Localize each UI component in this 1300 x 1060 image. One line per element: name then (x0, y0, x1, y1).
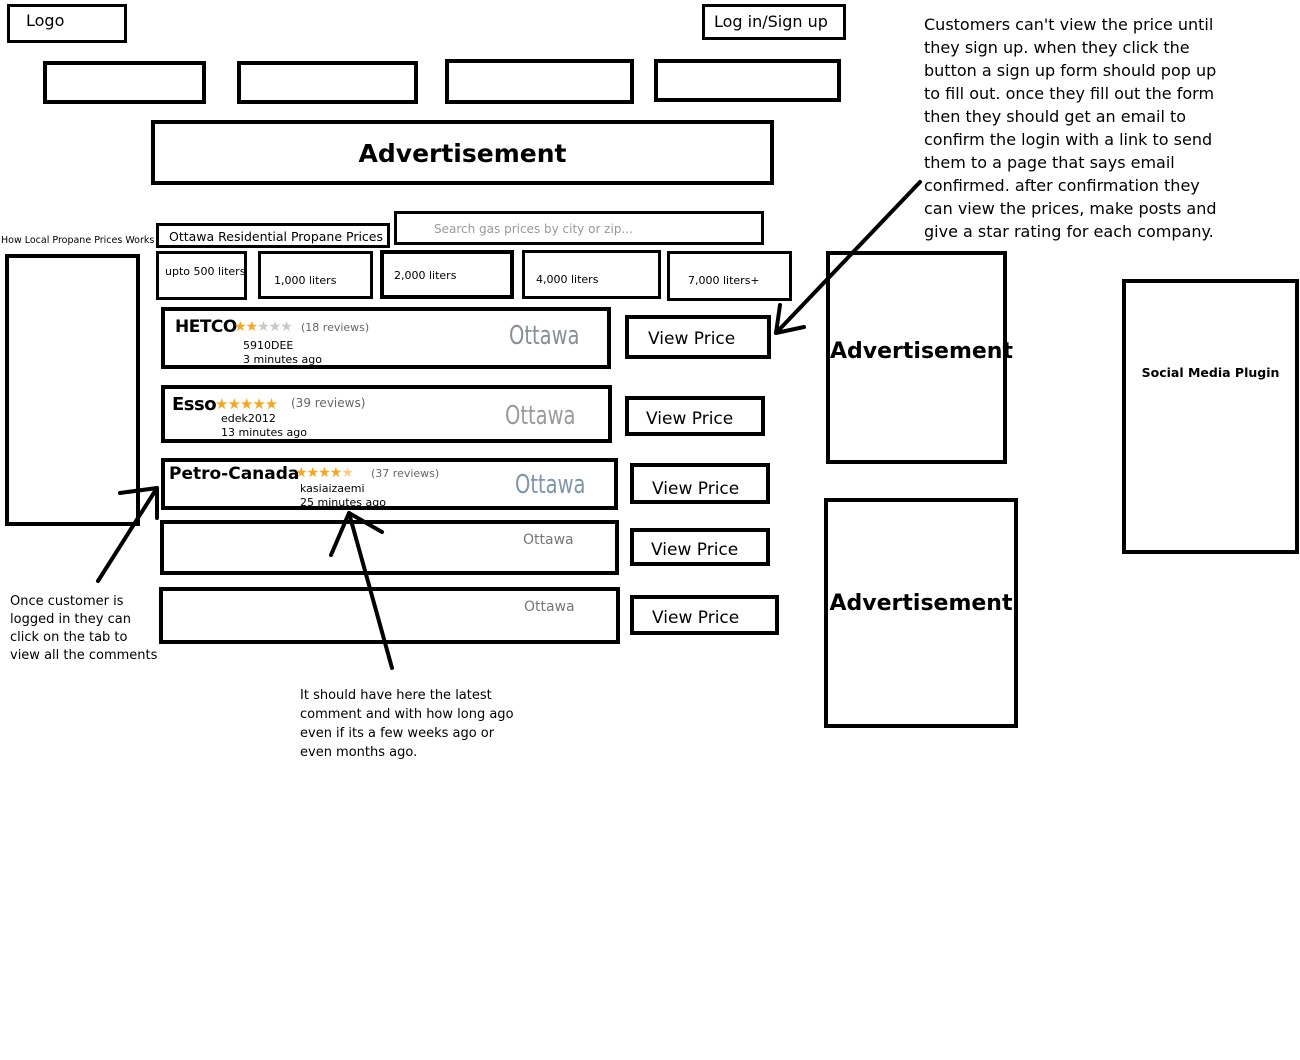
tab-volume-1000[interactable]: 1,000 liters (258, 251, 373, 299)
tab-volume-7000[interactable]: 7,000 liters+ (667, 251, 792, 301)
nav-box-4[interactable] (654, 59, 841, 102)
comments-note: Once customer is logged in they can clic… (10, 594, 158, 663)
side-advertisement-label: Advertisement (830, 339, 1013, 364)
social-media-plugin[interactable]: Social Media Plugin (1122, 279, 1299, 554)
tab-volume-label: 2,000 liters (394, 269, 457, 282)
latest-comment-user: 5910DEE (243, 339, 294, 352)
latest-comment-time: 13 minutes ago (221, 426, 307, 439)
latest-comment-user: edek2012 (221, 412, 276, 425)
tab-volume-label: 4,000 liters (536, 273, 599, 286)
top-advertisement-label: Advertisement (358, 139, 567, 168)
arrow-head (774, 303, 806, 335)
tab-volume-label: 7,000 liters+ (688, 274, 760, 287)
login-signup-label: Log in/Sign up (714, 12, 828, 31)
tab-volume-4000[interactable]: 4,000 liters (522, 250, 661, 299)
company-name: HETCO (175, 317, 237, 337)
signup-note: Customers can't view the price until the… (924, 15, 1217, 241)
ottawa-logo: Ottawa (505, 401, 576, 431)
nav-box-3[interactable] (445, 59, 634, 104)
tab-volume-2000[interactable]: 2,000 liters (380, 250, 514, 299)
star-rating: ★★★★★ (215, 395, 278, 413)
side-advertisement-2[interactable]: Advertisement (824, 498, 1018, 728)
arrow-head (329, 511, 384, 557)
view-price-button[interactable]: View Price (630, 528, 770, 566)
view-price-label: View Price (648, 329, 736, 349)
view-price-label: View Price (646, 409, 734, 429)
ottawa-logo: Ottawa (509, 321, 580, 351)
listing-row-petro-canada[interactable]: Petro-Canada ★★★★★ (37 reviews) kasiaiza… (161, 458, 618, 510)
view-price-button[interactable]: View Price (625, 315, 771, 359)
tab-volume-500[interactable]: upto 500 liters (156, 251, 247, 300)
view-price-button[interactable]: View Price (630, 595, 779, 635)
city-label: Ottawa (523, 532, 574, 548)
social-media-label: Social Media Plugin (1141, 365, 1280, 380)
city-label: Ottawa (524, 599, 575, 615)
review-count: (18 reviews) (301, 321, 370, 334)
listing-row-hetco[interactable]: HETCO ★★★★★ (18 reviews) 5910DEE 3 minut… (161, 307, 611, 369)
logo-box[interactable]: Logo (7, 4, 127, 43)
nav-box-2[interactable] (237, 61, 418, 104)
arrow-head (118, 486, 159, 520)
arrow-to-listing (96, 486, 159, 583)
page-title: Ottawa Residential Propane Prices (169, 229, 384, 244)
side-advertisement-label: Advertisement (829, 591, 1013, 616)
company-name: Petro-Canada (169, 464, 300, 484)
listing-row[interactable]: Ottawa (159, 587, 620, 644)
listing-row-esso[interactable]: Esso ★★★★★ (39 reviews) edek2012 13 minu… (161, 385, 612, 443)
view-price-label: View Price (651, 540, 739, 560)
view-price-label: View Price (652, 608, 740, 628)
arrow-to-view-price (774, 180, 922, 335)
review-count: (37 reviews) (371, 467, 440, 480)
arrow-to-latest-comment (347, 511, 394, 670)
how-works-label[interactable]: How Local Propane Prices Works (1, 235, 155, 246)
company-name: Esso (172, 394, 217, 415)
latest-comment-user: kasiaizaemi (300, 482, 365, 495)
nav-box-1[interactable] (43, 61, 206, 104)
top-advertisement[interactable]: Advertisement (151, 120, 774, 185)
tab-volume-label: upto 500 liters (165, 265, 246, 278)
search-placeholder: Search gas prices by city or zip... (434, 222, 633, 236)
ottawa-logo: Ottawa (515, 470, 586, 500)
latest-comment-time: 3 minutes ago (243, 353, 322, 366)
latest-comment-note: It should have here the latest comment a… (300, 688, 514, 760)
search-input[interactable]: Search gas prices by city or zip... (394, 211, 764, 245)
view-price-label: View Price (652, 479, 740, 499)
left-sidebar-box[interactable] (5, 254, 140, 526)
view-price-button[interactable]: View Price (630, 463, 770, 504)
review-count: (39 reviews) (291, 396, 366, 410)
star-rating: ★★★★★ (234, 319, 293, 335)
listing-row[interactable]: Ottawa (160, 520, 619, 575)
page-title-box: Ottawa Residential Propane Prices (156, 223, 390, 248)
logo-label: Logo (26, 11, 65, 30)
latest-comment-time: 25 minutes ago (300, 496, 386, 509)
view-price-button[interactable]: View Price (625, 396, 765, 436)
login-signup-button[interactable]: Log in/Sign up (702, 4, 846, 40)
side-advertisement-1[interactable]: Advertisement (826, 251, 1013, 464)
star-rating: ★★★★★ (295, 465, 354, 481)
tab-volume-label: 1,000 liters (274, 274, 337, 287)
